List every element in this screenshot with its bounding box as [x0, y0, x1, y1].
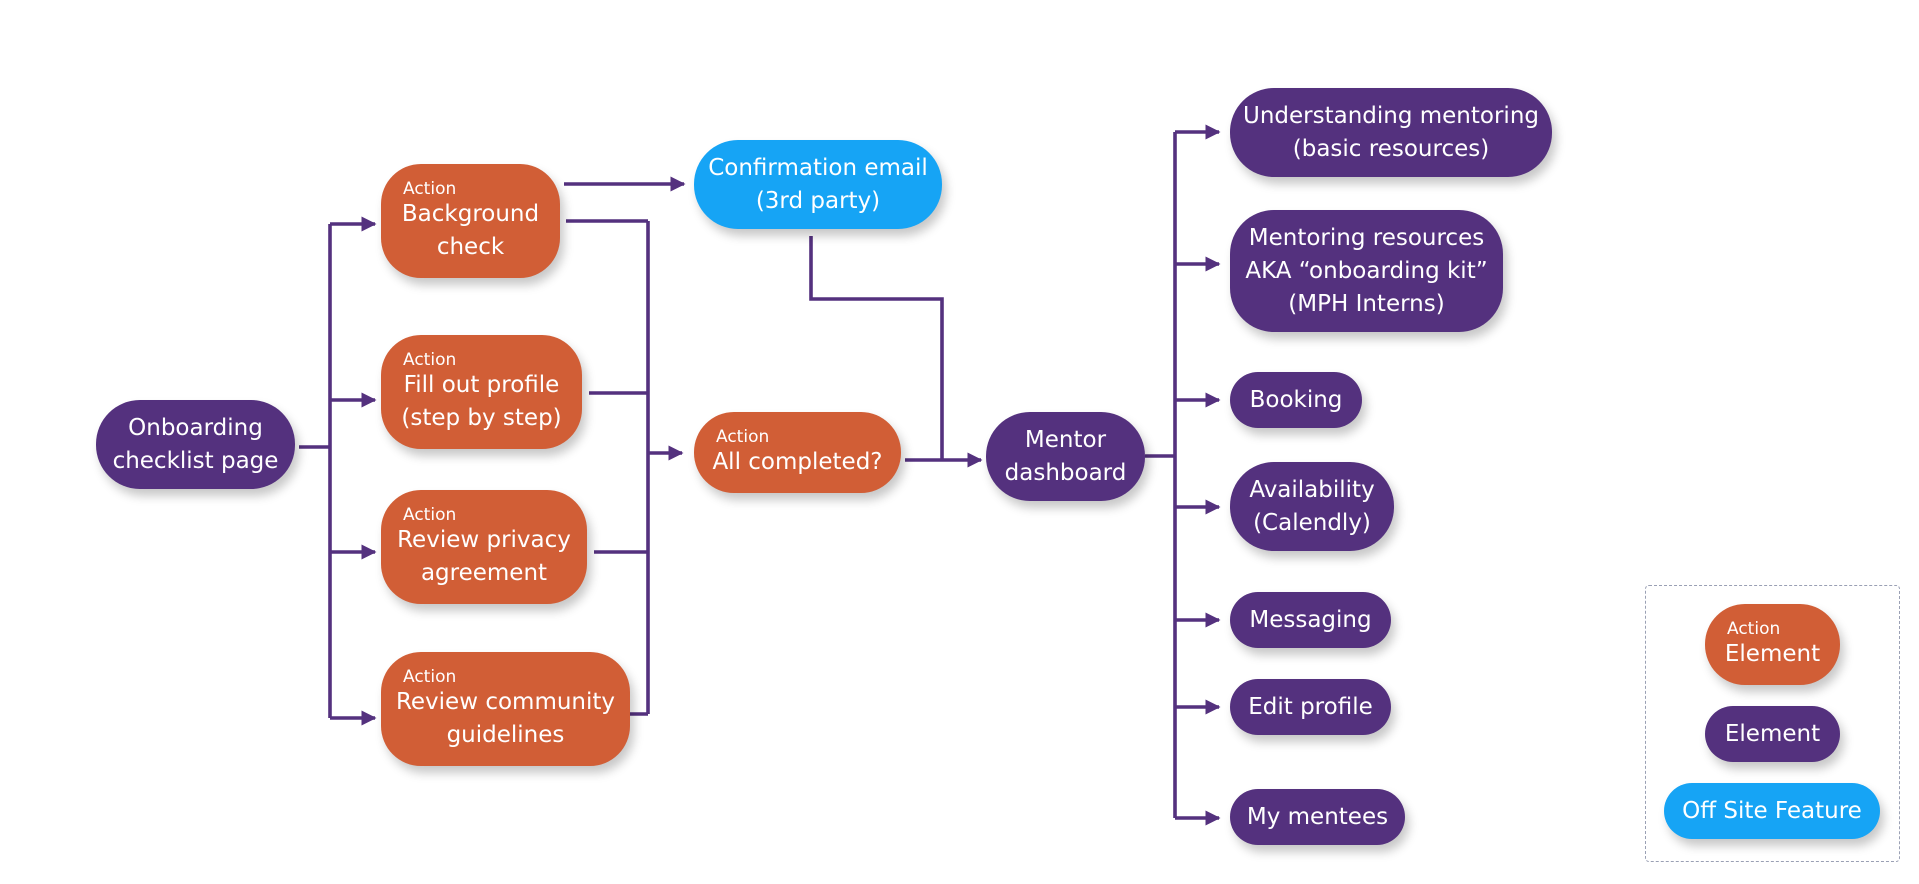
action-tag: Action [403, 667, 457, 687]
legend-label: Element [1724, 720, 1821, 747]
node-label: Availability (Calendly) [1249, 476, 1375, 536]
node-confirmation-email[interactable]: Confirmation email (3rd party) [694, 140, 942, 229]
node-label: My mentees [1246, 803, 1389, 830]
node-label: Edit profile [1248, 693, 1373, 720]
node-label: Mentoring resources AKA “onboarding kit”… [1245, 224, 1488, 317]
action-tag: Action [403, 505, 457, 525]
node-all-completed[interactable]: Action All completed? [694, 412, 901, 493]
action-tag: Action [716, 427, 770, 447]
node-label: Messaging [1249, 606, 1372, 633]
node-review-community-guidelines[interactable]: Action Review community guidelines [381, 652, 630, 766]
node-label: Understanding mentoring (basic resources… [1242, 102, 1539, 162]
legend-box: Action Element Element Off Site Feature [1645, 585, 1900, 862]
node-mentoring-resources[interactable]: Mentoring resources AKA “onboarding kit”… [1230, 210, 1503, 332]
legend-action-element: Action Element [1705, 604, 1840, 685]
legend-off-site-feature: Off Site Feature [1664, 783, 1880, 839]
action-tag: Action [403, 179, 457, 199]
legend-label: Off Site Feature [1682, 797, 1862, 824]
node-onboarding-checklist[interactable]: Onboarding checklist page [96, 400, 295, 489]
node-my-mentees[interactable]: My mentees [1230, 789, 1405, 845]
node-label: All completed? [712, 449, 883, 475]
node-label: Mentor dashboard [1004, 426, 1127, 486]
node-availability[interactable]: Availability (Calendly) [1230, 462, 1394, 551]
legend-element: Element [1705, 706, 1840, 762]
node-label: Booking [1249, 386, 1343, 413]
node-background-check[interactable]: Action Background check [381, 164, 560, 278]
node-fill-out-profile[interactable]: Action Fill out profile (step by step) [381, 335, 582, 449]
action-tag: Action [1727, 619, 1781, 639]
node-label: Background check [401, 201, 540, 260]
node-label: Review privacy agreement [397, 527, 571, 586]
action-tag: Action [403, 350, 457, 370]
legend-label: Element [1724, 641, 1821, 667]
node-edit-profile[interactable]: Edit profile [1230, 679, 1391, 735]
node-review-privacy[interactable]: Action Review privacy agreement [381, 490, 587, 604]
node-label: Fill out profile (step by step) [401, 372, 562, 431]
node-booking[interactable]: Booking [1230, 372, 1362, 428]
connector-email-to-dashboard [809, 236, 944, 460]
node-label: Confirmation email (3rd party) [708, 154, 928, 214]
node-mentor-dashboard[interactable]: Mentor dashboard [986, 412, 1145, 501]
node-messaging[interactable]: Messaging [1230, 592, 1391, 648]
node-label: Review community guidelines [395, 689, 616, 748]
node-understanding-mentoring[interactable]: Understanding mentoring (basic resources… [1230, 88, 1552, 177]
node-label: Onboarding checklist page [112, 414, 279, 474]
